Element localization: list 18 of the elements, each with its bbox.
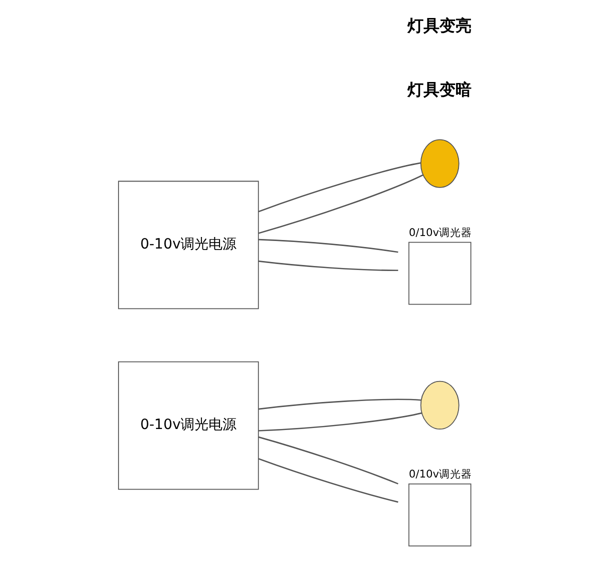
connector xyxy=(258,412,422,432)
connector xyxy=(258,436,398,484)
node-bulb xyxy=(420,380,460,430)
label: 灯具变亮 xyxy=(408,16,472,36)
connector xyxy=(258,398,422,410)
node-box xyxy=(408,484,472,546)
connector xyxy=(258,458,398,503)
node-box: 0-10v调光电源 xyxy=(118,180,259,310)
connector xyxy=(258,174,424,234)
node-box xyxy=(408,242,472,305)
label: 灯具变暗 xyxy=(408,80,472,99)
node-label: 0/10v调光器 xyxy=(408,226,472,239)
node-label: 0/10v调光器 xyxy=(408,467,472,480)
connector xyxy=(258,238,398,253)
connector xyxy=(258,162,421,212)
node-bulb xyxy=(420,139,460,188)
connector xyxy=(258,260,398,272)
node-box: 0-10v调光电源 xyxy=(118,361,259,490)
